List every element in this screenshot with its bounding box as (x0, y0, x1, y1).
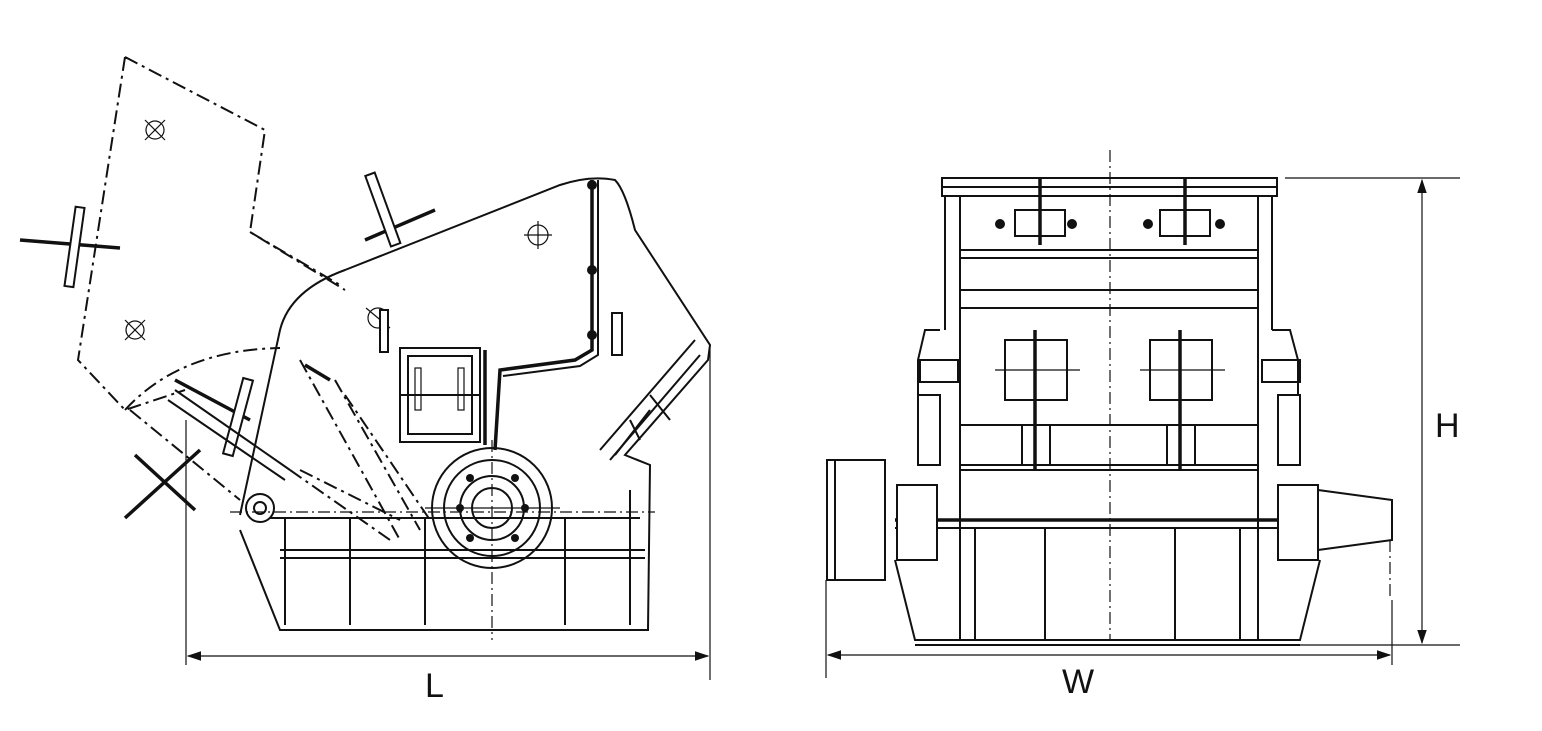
opened-upper-frame-outline (76, 56, 346, 412)
bearing-housing (995, 330, 1225, 470)
hydraulic-cylinder-arm (19, 171, 436, 520)
width-label: W (1062, 663, 1094, 701)
height-label: H (1435, 407, 1460, 445)
front-view: W H (825, 150, 1460, 701)
main-housing (239, 177, 712, 631)
side-view: L (19, 56, 712, 705)
length-label: L (425, 667, 444, 705)
pivot-pin (245, 493, 275, 523)
flywheel (826, 459, 886, 581)
bearing-bracket (399, 347, 487, 445)
rotor (425, 440, 560, 640)
adjusting-rod (493, 180, 594, 451)
